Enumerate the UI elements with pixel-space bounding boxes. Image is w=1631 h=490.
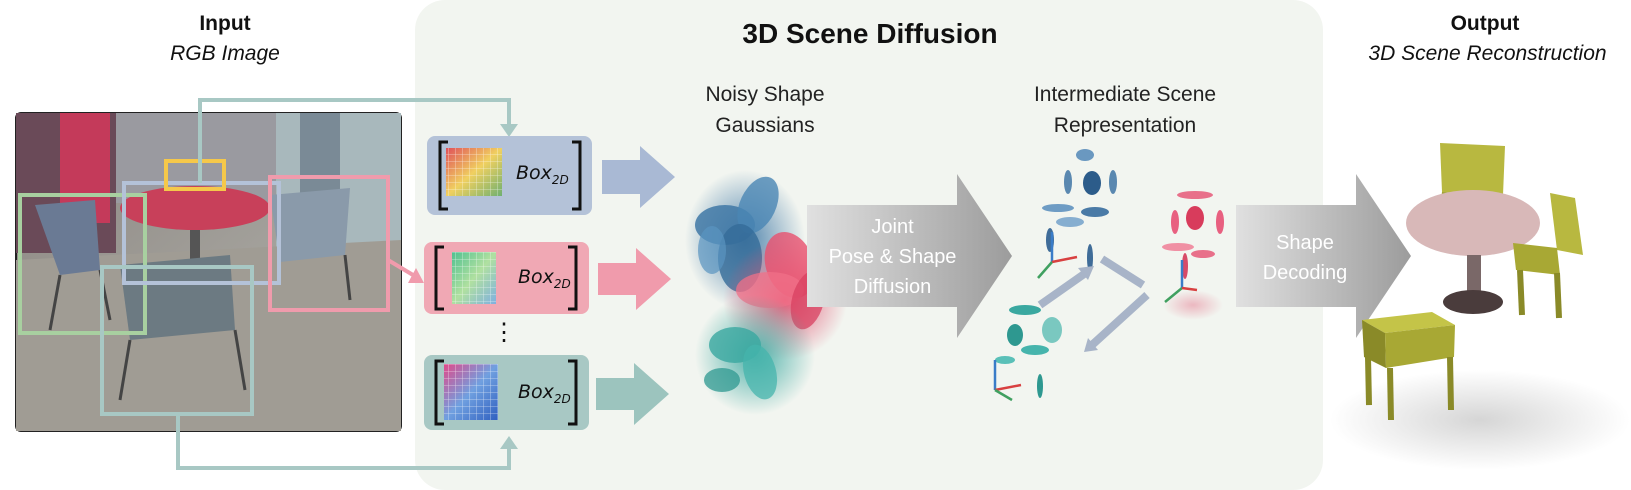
intermediate-label-line1: Intermediate Scene: [1033, 83, 1217, 106]
joint-diffusion-label: Joint Pose & Shape Diffusion: [810, 212, 975, 302]
joint-diffusion-arrow: [807, 174, 1012, 338]
bbox-pink: [268, 175, 390, 312]
joint-label-line1: Joint: [871, 216, 914, 238]
arrow-teal: [596, 363, 669, 425]
output-title: Output: [1450, 12, 1520, 35]
connector-bottom: [176, 414, 511, 470]
ellipsis: ⋮: [492, 319, 516, 346]
bbox-green: [18, 193, 147, 335]
arrow-pink: [598, 248, 671, 310]
connector-top: [198, 98, 511, 183]
noisy-label-line1: Noisy Shape: [705, 83, 825, 106]
joint-label-line3: Diffusion: [853, 276, 932, 298]
input-rgb-image: [15, 112, 402, 432]
diffusion-title: 3D Scene Diffusion: [742, 18, 998, 49]
joint-label-line2: Pose & Shape: [828, 246, 957, 268]
box-card-teal: [424, 355, 589, 430]
bbox-yellow: [164, 159, 226, 191]
box-card-pink: [424, 242, 589, 314]
decode-label-line2: Decoding: [1262, 262, 1348, 284]
box-label-pink: Box2D: [518, 266, 571, 291]
box-card-blue: [427, 136, 592, 215]
noisy-label-line2: Gaussians: [715, 114, 815, 137]
arrow-blue: [602, 146, 675, 208]
intermediate-scene: [993, 149, 1224, 402]
noisy-gaussians-label: Noisy Shape Gaussians: [680, 79, 850, 141]
box-label-teal: Box2D: [518, 381, 571, 406]
intermediate-label-line2: Representation: [1053, 114, 1197, 137]
box-label-blue: Box2D: [516, 162, 569, 187]
output-scene: [1330, 143, 1630, 470]
input-subtitle: RGB Image: [170, 42, 280, 65]
input-title: Input: [199, 12, 251, 35]
decode-label-line1: Shape: [1276, 232, 1334, 254]
shape-decoding-arrow: [1236, 174, 1411, 338]
shape-decoding-label: Shape Decoding: [1240, 228, 1370, 288]
output-subtitle: 3D Scene Reconstruction: [1368, 42, 1607, 65]
intermediate-scene-label: Intermediate Scene Representation: [1010, 79, 1240, 141]
